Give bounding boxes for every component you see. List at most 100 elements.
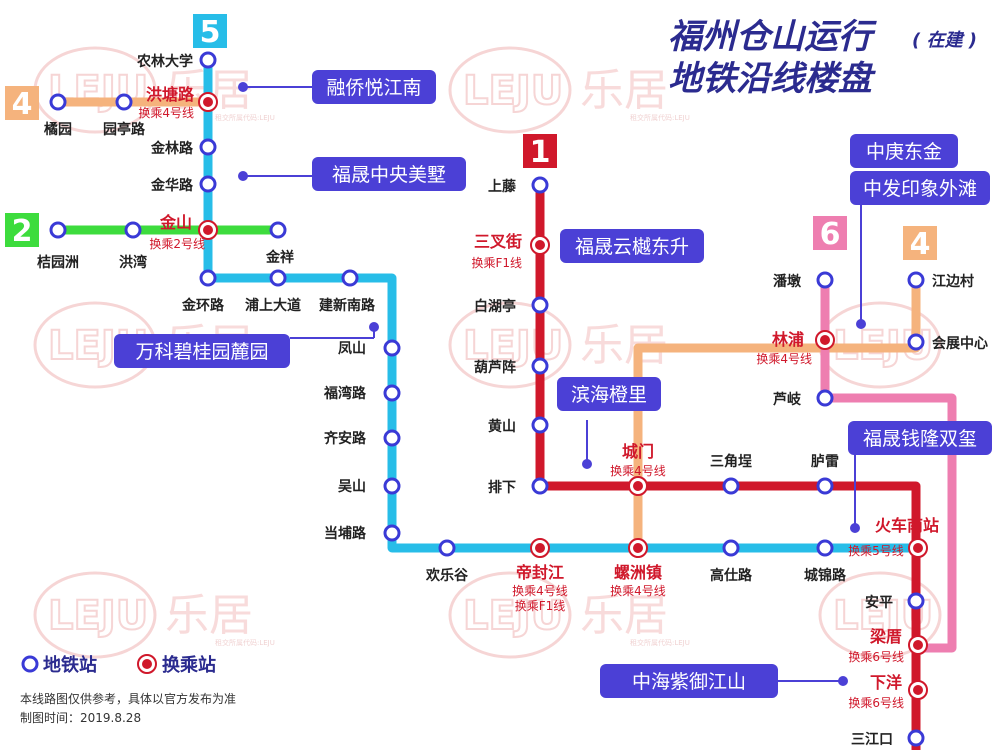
station[interactable]: 欢乐谷: [425, 539, 469, 584]
svg-text:齐安路: 齐安路: [324, 430, 367, 447]
svg-text:换乘5号线: 换乘5号线: [848, 544, 904, 558]
interchange-station[interactable]: 螺洲镇 换乘4号线: [610, 538, 666, 598]
svg-text:会展中心: 会展中心: [932, 335, 988, 352]
station[interactable]: 橘园: [43, 93, 72, 138]
station[interactable]: 白湖亭: [474, 296, 549, 315]
svg-text:LEJU: LEJU: [48, 593, 148, 639]
project-box[interactable]: 滨海橙里: [557, 377, 661, 411]
svg-text:江边村: 江边村: [932, 273, 974, 290]
svg-text:排下: 排下: [488, 479, 516, 496]
svg-text:换乘F1线: 换乘F1线: [471, 256, 522, 270]
svg-text:福晟中央美墅: 福晟中央美墅: [332, 164, 446, 186]
svg-text:芦岐: 芦岐: [773, 391, 802, 408]
line-6-track: [820, 275, 957, 653]
svg-text:当埔路: 当埔路: [324, 525, 367, 542]
svg-text:梁厝: 梁厝: [869, 627, 902, 646]
svg-text:租交所属代码:LEJU: 租交所属代码:LEJU: [215, 638, 275, 647]
station[interactable]: 金环路: [181, 269, 225, 314]
svg-text:2: 2: [12, 214, 33, 249]
project-box[interactable]: 中庚东金: [850, 134, 958, 168]
svg-text:租交所属代码:LEJU: 租交所属代码:LEJU: [630, 638, 690, 647]
station[interactable]: 高仕路: [710, 539, 753, 584]
svg-text:金山: 金山: [159, 213, 192, 232]
svg-text:乐居: 乐居: [580, 590, 668, 641]
station[interactable]: 江边村: [907, 271, 974, 290]
station[interactable]: 凤山: [338, 339, 401, 357]
interchange-station[interactable]: 帝封江 换乘4号线 换乘F1线: [512, 538, 568, 613]
station[interactable]: 金祥: [265, 221, 294, 266]
svg-text:三角埕: 三角埕: [710, 453, 752, 470]
project-box[interactable]: 福晟中央美墅: [312, 157, 466, 191]
station[interactable]: 排下: [488, 477, 549, 496]
svg-text:桔园洲: 桔园洲: [37, 254, 79, 271]
project-box[interactable]: 福晟云樾东升: [560, 229, 704, 263]
project-box[interactable]: 中海紫御江山: [600, 664, 778, 698]
station[interactable]: 农林大学: [136, 51, 217, 70]
station[interactable]: 桔园洲: [37, 221, 79, 271]
svg-text:地铁站: 地铁站: [43, 654, 97, 676]
station[interactable]: 三角埕: [710, 453, 752, 495]
svg-text:1: 1: [530, 135, 551, 170]
station[interactable]: 金华路: [150, 175, 217, 194]
svg-text:LEJU: LEJU: [463, 593, 563, 639]
station[interactable]: 黄山: [488, 416, 549, 435]
station[interactable]: 建新南路: [319, 269, 376, 314]
line-5-badge: 5: [193, 14, 227, 50]
station[interactable]: 吴山: [338, 477, 401, 495]
svg-text:浦上大道: 浦上大道: [245, 297, 301, 314]
svg-text:帝封江: 帝封江: [516, 563, 564, 582]
station[interactable]: 潘墩: [773, 271, 834, 290]
stations: 农林大学 金林路 金华路 金环路 浦上大道 建新南路 凤山 福湾路 齐安路 吴山…: [37, 51, 988, 748]
watermarks: LEJU 乐居 租交所属代码:LEJU LEJU 乐居 租交所属代码:LEJU …: [33, 46, 942, 659]
project-box[interactable]: 万科碧桂园麓园: [114, 334, 290, 368]
interchange-station[interactable]: 梁厝 换乘6号线: [848, 627, 928, 664]
interchange-station[interactable]: 下洋 换乘6号线: [848, 673, 928, 710]
station[interactable]: 会展中心: [907, 333, 988, 352]
interchange-station[interactable]: 金山 换乘2号线: [149, 213, 218, 251]
svg-text:黄山: 黄山: [488, 418, 516, 435]
line-1-badge: 1: [523, 134, 557, 170]
station[interactable]: 葫芦阵: [474, 357, 549, 376]
station[interactable]: 胪雷: [811, 453, 839, 495]
projects: 融侨悦江南 福晟中央美墅 万科碧桂园麓园 福晟云樾东升 滨海橙里 中庚东金 中发…: [114, 70, 992, 698]
svg-text:农林大学: 农林大学: [136, 53, 193, 70]
svg-text:滨海橙里: 滨海橙里: [571, 384, 647, 406]
line-2-badge: 2: [5, 213, 39, 249]
svg-text:4: 4: [12, 87, 33, 122]
svg-text:城门: 城门: [622, 442, 654, 461]
station[interactable]: 浦上大道: [245, 269, 301, 314]
station[interactable]: 洪湾: [119, 221, 147, 271]
legend-station: 地铁站: [21, 654, 97, 676]
station[interactable]: 安平: [865, 592, 925, 611]
svg-text:林浦: 林浦: [772, 330, 804, 349]
interchanges: 洪塘路 换乘4号线 金山 换乘2号线 三叉街 换乘F1线 城门 换乘4号线 帝封…: [138, 85, 939, 710]
svg-text:安平: 安平: [865, 594, 893, 611]
svg-text:高仕路: 高仕路: [710, 567, 753, 584]
svg-text:火车南站: 火车南站: [875, 516, 939, 535]
station[interactable]: 园亭路: [103, 93, 146, 138]
svg-text:换乘2号线: 换乘2号线: [149, 237, 205, 251]
svg-text:金环路: 金环路: [181, 297, 225, 314]
interchange-station[interactable]: 火车南站 换乘5号线: [848, 516, 939, 558]
interchange-station[interactable]: 林浦 换乘4号线: [756, 330, 835, 366]
svg-text:乐居: 乐居: [580, 65, 668, 116]
station[interactable]: 芦岐: [773, 389, 834, 408]
svg-text:金华路: 金华路: [150, 177, 194, 194]
svg-text:换乘4号线: 换乘4号线: [610, 464, 666, 478]
interchange-station[interactable]: 三叉街 换乘F1线: [471, 232, 550, 270]
project-box[interactable]: 福晟钱隆双玺: [848, 421, 992, 455]
station[interactable]: 上藤: [488, 176, 549, 195]
interchange-station[interactable]: 城门 换乘4号线: [610, 442, 666, 496]
project-box[interactable]: 中发印象外滩: [850, 171, 990, 205]
station[interactable]: 城锦路: [804, 539, 847, 584]
interchange-station[interactable]: 洪塘路 换乘4号线: [138, 85, 218, 120]
station[interactable]: 三江口: [851, 729, 925, 748]
station[interactable]: 齐安路: [324, 429, 401, 447]
svg-text:螺洲镇: 螺洲镇: [614, 563, 662, 582]
station[interactable]: 金林路: [150, 138, 217, 157]
project-box[interactable]: 融侨悦江南: [312, 70, 436, 104]
svg-text:福晟钱隆双玺: 福晟钱隆双玺: [863, 428, 977, 450]
station[interactable]: 福湾路: [323, 384, 401, 402]
legend-interchange: 换乘站: [137, 654, 216, 676]
station[interactable]: 当埔路: [324, 524, 401, 542]
